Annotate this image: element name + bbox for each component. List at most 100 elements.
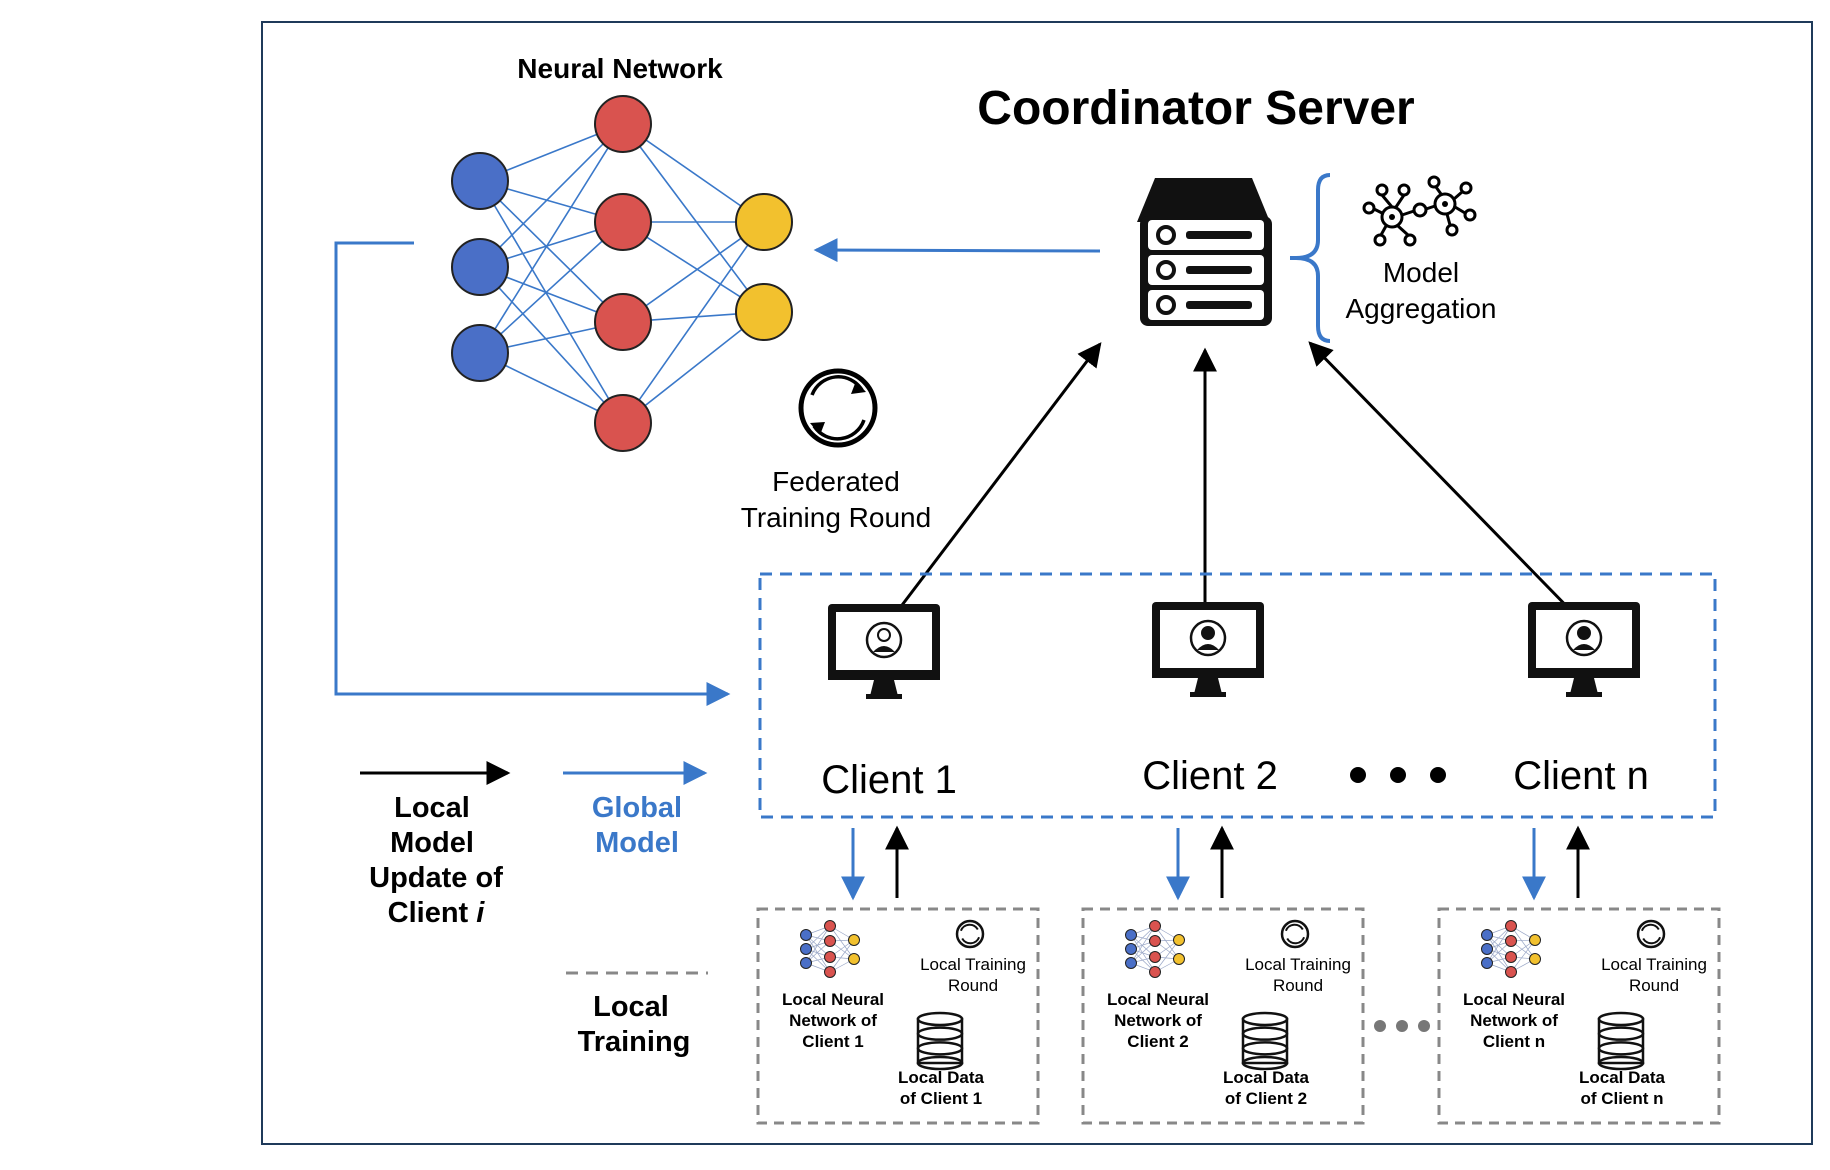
local-data-label: of Client n — [1580, 1089, 1663, 1108]
mini-nn-hidden-node — [1505, 935, 1517, 947]
nn-edge — [479, 221, 624, 354]
local-ellipsis-dot — [1418, 1020, 1430, 1032]
database-disk — [1597, 1041, 1645, 1056]
database-body — [916, 1017, 964, 1065]
mini-nn-edge — [805, 934, 831, 973]
mini-nn-output-node — [1529, 953, 1541, 965]
client1-update-arrow — [891, 342, 1102, 618]
mini-nn-edge — [1130, 925, 1156, 964]
monitor-base — [1190, 692, 1226, 697]
local-ellipsis-dot — [1374, 1020, 1386, 1032]
nn-input-node — [451, 324, 509, 382]
monitor-stand — [870, 680, 898, 696]
mini-nn-output-node — [1529, 934, 1541, 946]
local-round-label: Round — [948, 976, 998, 995]
model-aggregation-icon-dot — [1389, 214, 1395, 220]
nn-edge — [479, 266, 624, 424]
global-model-distribution-arrow — [334, 241, 731, 706]
mini-nn-edge — [1486, 934, 1512, 973]
client-name: Client n — [1513, 754, 1649, 798]
local-ellipsis-dot — [1396, 1020, 1408, 1032]
local-nn-label: Local Neural — [782, 990, 884, 1009]
monitor-stand — [1194, 678, 1222, 694]
local-nn-label: Client 1 — [802, 1032, 863, 1051]
monitor-base — [1566, 692, 1602, 697]
client-name: Client 2 — [1142, 754, 1278, 798]
mini-nn-hidden-node — [1505, 951, 1517, 963]
user-head — [1577, 626, 1591, 640]
database-disk — [1597, 1055, 1645, 1071]
local-nn-label: Local Neural — [1463, 990, 1565, 1009]
mini-nn-input-node — [1481, 929, 1493, 941]
local-nn-label: Network of — [1114, 1011, 1202, 1030]
training-round-arc — [1640, 923, 1660, 932]
legend-client-word: Client — [388, 897, 477, 929]
user-body — [1573, 644, 1595, 650]
local-data-label: of Client 1 — [900, 1089, 982, 1108]
local-round-label: Local Training — [1601, 955, 1707, 974]
nn-edge — [622, 221, 765, 424]
local-training-box — [1437, 907, 1721, 1125]
mini-nn-hidden-node — [824, 951, 836, 963]
training-round-icon — [1636, 919, 1666, 949]
coordinator-server-title: Coordinator Server — [977, 82, 1414, 135]
mini-nn-hidden-node — [1505, 966, 1517, 978]
legend-global-model-line1: Global — [592, 792, 682, 824]
user-head — [1201, 626, 1215, 640]
federated-round-label-line1: Federated — [772, 466, 900, 497]
local-round-label: Local Training — [1245, 955, 1351, 974]
neural-network-title: Neural Network — [517, 53, 723, 84]
legend-global-model-line2: Model — [595, 827, 679, 859]
database-body — [1597, 1017, 1645, 1065]
user-body — [1197, 644, 1219, 650]
mini-nn-hidden-node — [824, 966, 836, 978]
nn-hidden-node — [594, 394, 652, 452]
database-disk — [916, 1041, 964, 1056]
monitor-stand — [1570, 678, 1598, 694]
legend-local-update-line1: Local — [394, 792, 470, 824]
training-round-arc — [1286, 936, 1306, 945]
user-head — [877, 628, 891, 642]
clients-ellipsis-dot — [1350, 767, 1366, 783]
mini-nn-input-node — [1125, 943, 1137, 955]
federated-training-round-icon — [798, 368, 878, 448]
mini-nn-hidden-node — [1149, 966, 1161, 978]
monitor-bezel — [1152, 668, 1264, 678]
legend-local-update-line3: Update of — [369, 862, 503, 894]
monitor-base — [866, 694, 902, 699]
local-nn-label: Network of — [789, 1011, 877, 1030]
mini-nn-edge — [1154, 925, 1180, 960]
mini-nn-hidden-node — [1149, 920, 1161, 932]
mini-nn-output-node — [848, 953, 860, 965]
mini-nn-edge — [829, 925, 855, 960]
mini-nn-input-node — [800, 943, 812, 955]
clients-ellipsis-dot — [1430, 767, 1446, 783]
monitor-bezel — [828, 670, 940, 680]
nn-hidden-node — [594, 95, 652, 153]
nn-edge — [479, 123, 624, 354]
legend-client-index: i — [476, 897, 485, 929]
training-round-arc — [1284, 923, 1304, 932]
database-body — [1241, 1017, 1289, 1065]
training-round-arc — [1642, 936, 1662, 945]
mini-nn-output-node — [1173, 953, 1185, 965]
figure-frame — [261, 21, 1813, 1145]
nn-output-node — [735, 283, 793, 341]
training-round-arc — [959, 923, 979, 932]
mini-nn-hidden-node — [1505, 920, 1517, 932]
legend-local-training-line2: Training — [578, 1026, 691, 1058]
global-model-arrow-to-network — [813, 238, 1101, 263]
mini-nn-input-node — [1481, 943, 1493, 955]
nn-edge — [622, 123, 765, 313]
client-name: Client 1 — [821, 758, 957, 802]
model-aggregation-label-line2: Aggregation — [1345, 293, 1496, 324]
local-training-box — [1081, 907, 1365, 1125]
legend-local-update-line2: Model — [390, 827, 474, 859]
local-round-label: Round — [1273, 976, 1323, 995]
local-nn-label: Local Neural — [1107, 990, 1209, 1009]
clientn-update-arrow — [1308, 341, 1586, 626]
nn-hidden-node — [594, 293, 652, 351]
nn-output-node — [735, 193, 793, 251]
